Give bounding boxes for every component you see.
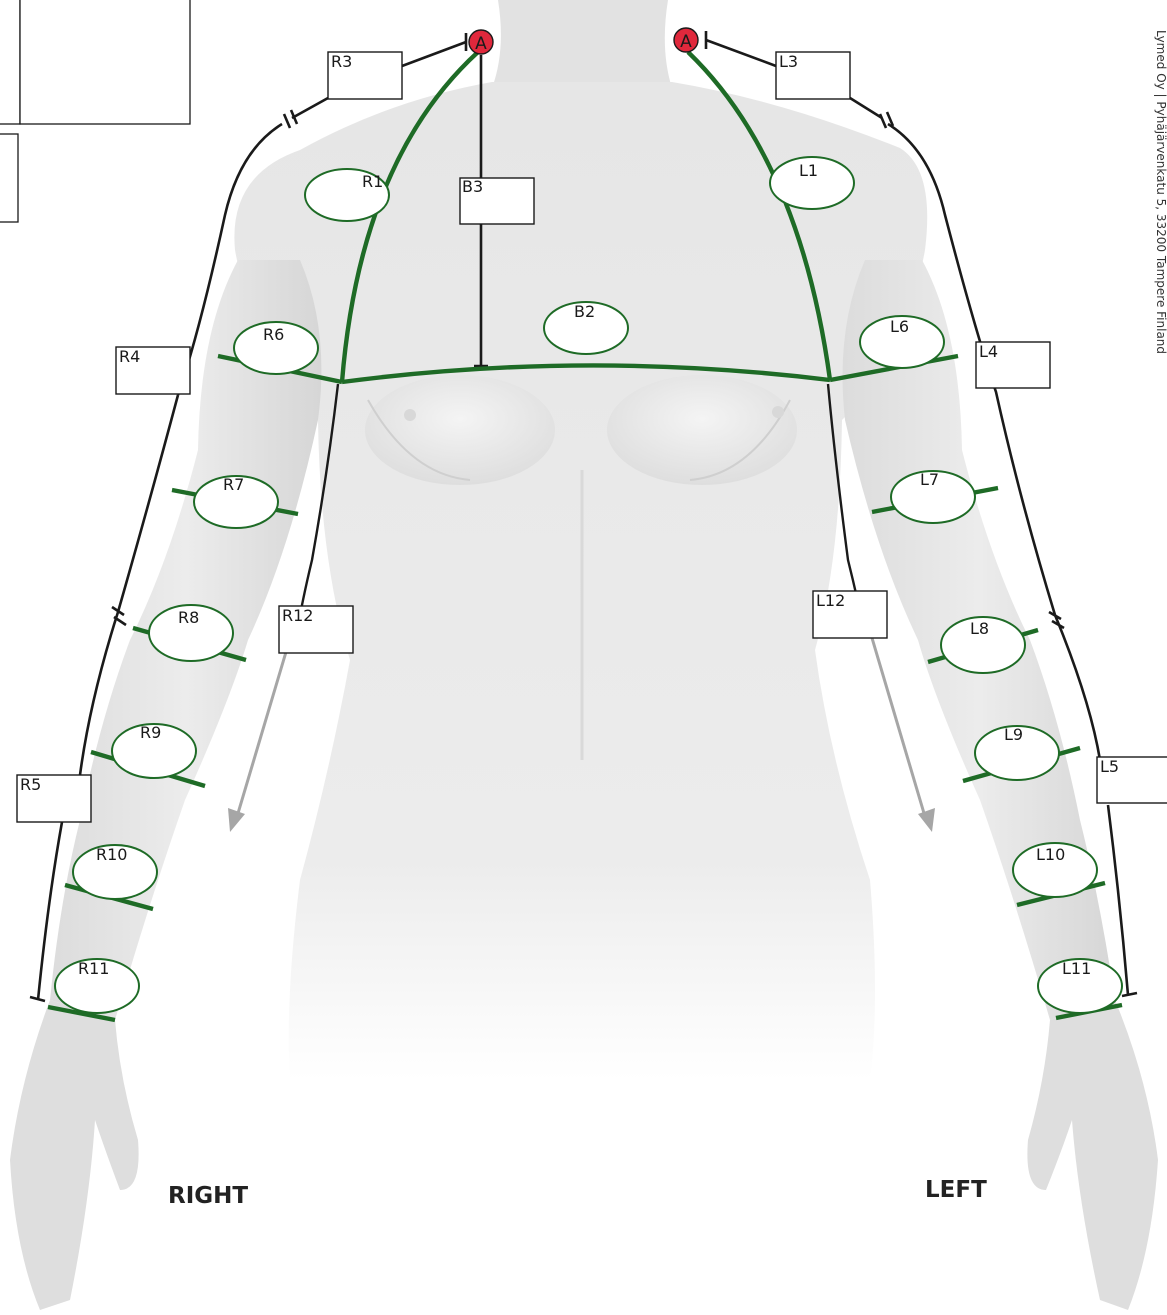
box-r4-label: R4 xyxy=(119,347,140,366)
oval-l10-label: L10 xyxy=(1036,845,1065,864)
oval-r7-label: R7 xyxy=(223,475,244,494)
credit-text: Lymed Oy | Pyhäjärvenkatu 5, 33200 Tampe… xyxy=(1148,30,1167,354)
oval-l6[interactable]: L6 xyxy=(860,316,944,368)
box-l12-label: L12 xyxy=(816,591,845,610)
oval-l1-label: L1 xyxy=(799,161,818,180)
box-r4[interactable]: R4 xyxy=(116,347,190,394)
box-l5-label: L5 xyxy=(1100,757,1119,776)
oval-l11[interactable]: L11 xyxy=(1038,959,1122,1013)
oval-r1[interactable]: R1 xyxy=(305,169,389,221)
oval-l8[interactable]: L8 xyxy=(941,617,1025,673)
oval-l1[interactable]: L1 xyxy=(770,157,854,209)
side-label-right: RIGHT xyxy=(168,1183,248,1209)
oval-r8[interactable]: R8 xyxy=(149,605,233,661)
box-l4[interactable]: L4 xyxy=(976,342,1050,388)
side-label-left: LEFT xyxy=(925,1177,987,1203)
oval-l7-label: L7 xyxy=(920,470,939,489)
box-l4-label: L4 xyxy=(979,342,998,361)
oval-b2[interactable]: B2 xyxy=(544,302,628,354)
entry-box-top-b[interactable] xyxy=(20,0,190,124)
oval-l6-label: L6 xyxy=(890,317,909,336)
oval-r9-label: R9 xyxy=(140,723,161,742)
oval-r6[interactable]: R6 xyxy=(234,322,318,374)
box-l3[interactable]: L3 xyxy=(776,52,850,99)
oval-r10[interactable]: R10 xyxy=(73,845,157,899)
anchor-right-label: A xyxy=(475,34,487,54)
box-r12[interactable]: R12 xyxy=(279,606,353,653)
box-r5[interactable]: R5 xyxy=(17,775,91,822)
oval-r8-label: R8 xyxy=(178,608,199,627)
box-b3-label: B3 xyxy=(462,177,483,196)
oval-l9-label: L9 xyxy=(1004,725,1023,744)
anchor-left: A xyxy=(674,28,698,52)
anchor-right: A xyxy=(469,30,493,54)
r12-arrow-tail xyxy=(236,652,286,820)
oval-r11-label: R11 xyxy=(78,959,109,978)
oval-r10-label: R10 xyxy=(96,845,127,864)
l12-arrow-head xyxy=(918,808,935,832)
entry-box-group-top-left xyxy=(0,0,190,222)
oval-r9[interactable]: R9 xyxy=(112,723,196,778)
oval-l11-label: L11 xyxy=(1062,959,1091,978)
box-l5[interactable]: L5 xyxy=(1097,757,1167,803)
box-r3[interactable]: R3 xyxy=(328,52,402,99)
r12-arrow-head xyxy=(228,808,245,832)
oval-r7[interactable]: R7 xyxy=(194,475,278,528)
entry-box-top-a[interactable] xyxy=(0,0,20,124)
oval-l10[interactable]: L10 xyxy=(1013,843,1097,897)
oval-r6-label: R6 xyxy=(263,325,284,344)
oval-r1-label: R1 xyxy=(362,172,383,191)
anchor-left-label: A xyxy=(680,32,692,52)
box-r3-label: R3 xyxy=(331,52,352,71)
oval-r11[interactable]: R11 xyxy=(55,959,139,1013)
box-r5-label: R5 xyxy=(20,775,41,794)
l12-arrow-tail xyxy=(872,638,926,820)
oval-l7[interactable]: L7 xyxy=(891,470,975,523)
box-b3[interactable]: B3 xyxy=(460,177,534,224)
oval-l9[interactable]: L9 xyxy=(975,725,1059,780)
entry-box-top-c[interactable] xyxy=(0,134,18,222)
box-r12-label: R12 xyxy=(282,606,313,625)
oval-b2-label: B2 xyxy=(574,302,595,321)
box-l3-label: L3 xyxy=(779,52,798,71)
box-l12[interactable]: L12 xyxy=(813,591,887,638)
oval-l8-label: L8 xyxy=(970,619,989,638)
